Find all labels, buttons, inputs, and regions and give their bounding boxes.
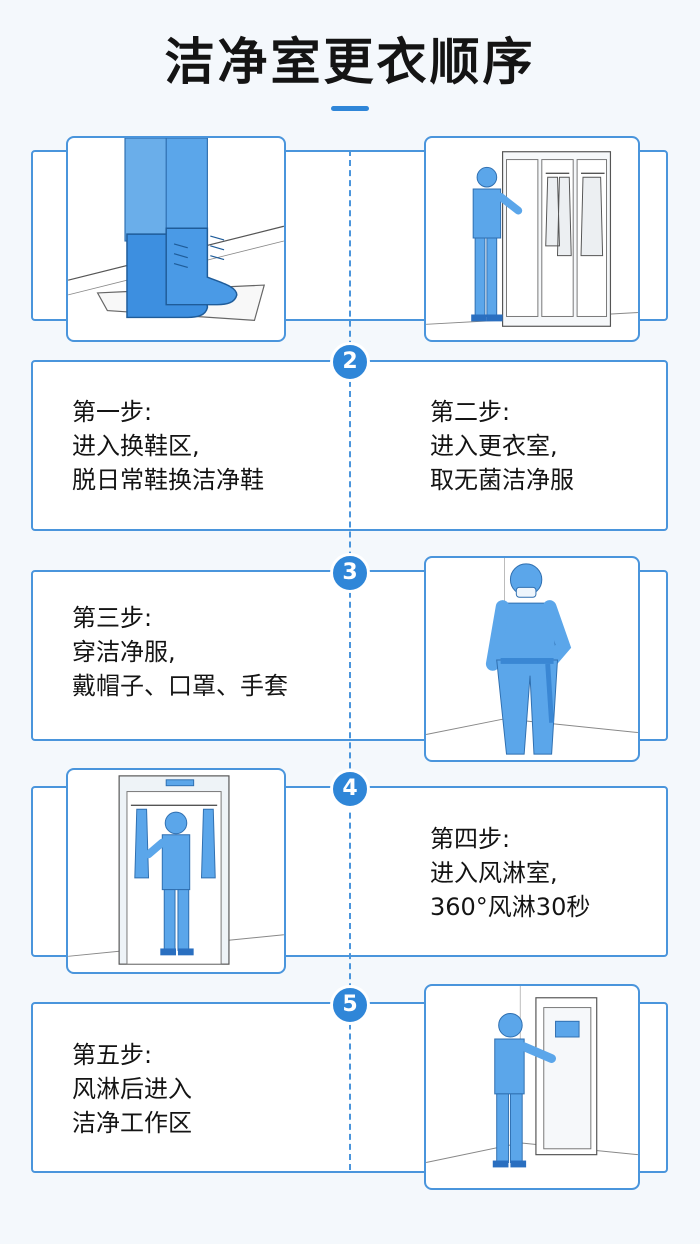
- step-1-heading: 第一步:: [72, 398, 153, 426]
- step-3-heading: 第三步:: [72, 604, 153, 632]
- step-badge-5: 5: [330, 985, 370, 1025]
- step-4-line-1: 进入风淋室,: [430, 859, 558, 887]
- cleanroom-door-icon: [424, 984, 640, 1190]
- step-2-line-2: 取无菌洁净服: [430, 466, 574, 494]
- step-3-line-1: 穿洁净服,: [72, 638, 176, 666]
- step-4-heading: 第四步:: [430, 825, 511, 853]
- air-shower-icon: [66, 768, 286, 974]
- step-badge-2: 2: [330, 342, 370, 382]
- step-5-text: 第五步: 风淋后进入 洁净工作区: [72, 1038, 192, 1140]
- step-1-line-1: 进入换鞋区,: [72, 432, 200, 460]
- step-4-text: 第四步: 进入风淋室, 360°风淋30秒: [430, 822, 590, 924]
- wardrobe-icon: [424, 136, 640, 342]
- clean-shoes-icon: [66, 136, 286, 342]
- step-2-line-1: 进入更衣室,: [430, 432, 558, 460]
- step-2-text: 第二步: 进入更衣室, 取无菌洁净服: [430, 395, 574, 497]
- step-5-heading: 第五步:: [72, 1041, 153, 1069]
- cleanroom-suit-worker-icon: [424, 556, 640, 762]
- step-badge-3: 3: [330, 553, 370, 593]
- step-3-text: 第三步: 穿洁净服, 戴帽子、口罩、手套: [72, 601, 288, 703]
- center-dashed-line: [349, 150, 351, 1170]
- step-1-line-2: 脱日常鞋换洁净鞋: [72, 466, 264, 494]
- step-5-line-1: 风淋后进入: [72, 1075, 192, 1103]
- step-3-line-2: 戴帽子、口罩、手套: [72, 672, 288, 700]
- step-4-line-2: 360°风淋30秒: [430, 893, 591, 921]
- step-2-heading: 第二步:: [430, 398, 511, 426]
- page-title: 洁净室更衣顺序: [164, 33, 536, 91]
- step-badge-4: 4: [330, 769, 370, 809]
- step-1-text: 第一步: 进入换鞋区, 脱日常鞋换洁净鞋: [72, 395, 264, 497]
- step-5-line-2: 洁净工作区: [72, 1109, 192, 1137]
- title-underline: [331, 106, 369, 111]
